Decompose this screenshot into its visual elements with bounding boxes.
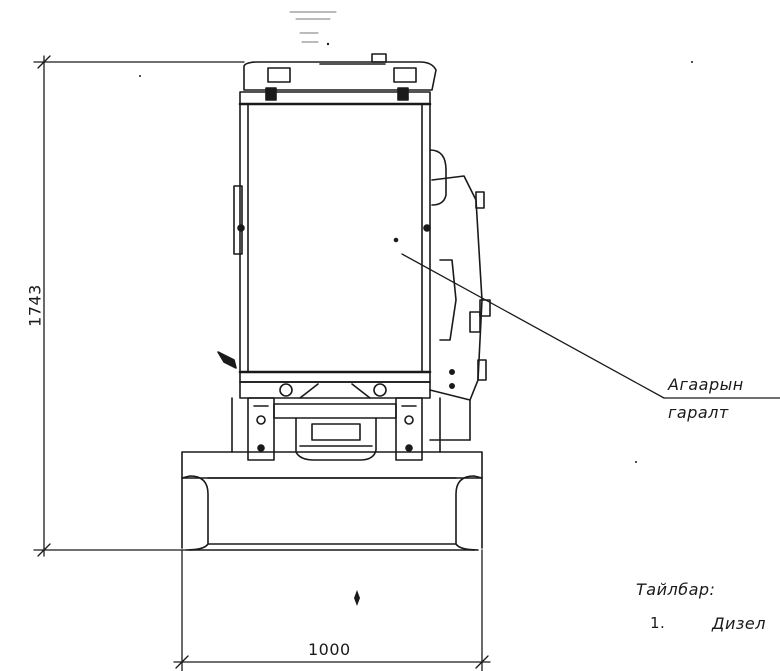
radiator-body [237, 91, 432, 383]
left-side-component [217, 185, 243, 369]
callout-label-line2: гаралт [668, 403, 729, 422]
engine-side-details [429, 149, 491, 441]
scan-artifact-marks [289, 11, 337, 43]
base-frame [181, 451, 483, 551]
notes-heading: Тайлбар: [636, 580, 716, 599]
width-dimension-label: 1000 [308, 640, 351, 659]
notes-item-text: Дизел [712, 614, 766, 633]
callout-leader-line [401, 253, 780, 399]
height-dimension-label: 1743 [25, 284, 45, 327]
width-dimension-lines [173, 549, 491, 671]
scan-specks [139, 42, 693, 606]
notes-item-number: 1. [650, 614, 666, 632]
callout-label-line1: Агаарын [668, 375, 744, 394]
top-cover [243, 53, 437, 101]
engine-lower-section [231, 381, 441, 461]
height-dimension-lines [33, 55, 245, 557]
